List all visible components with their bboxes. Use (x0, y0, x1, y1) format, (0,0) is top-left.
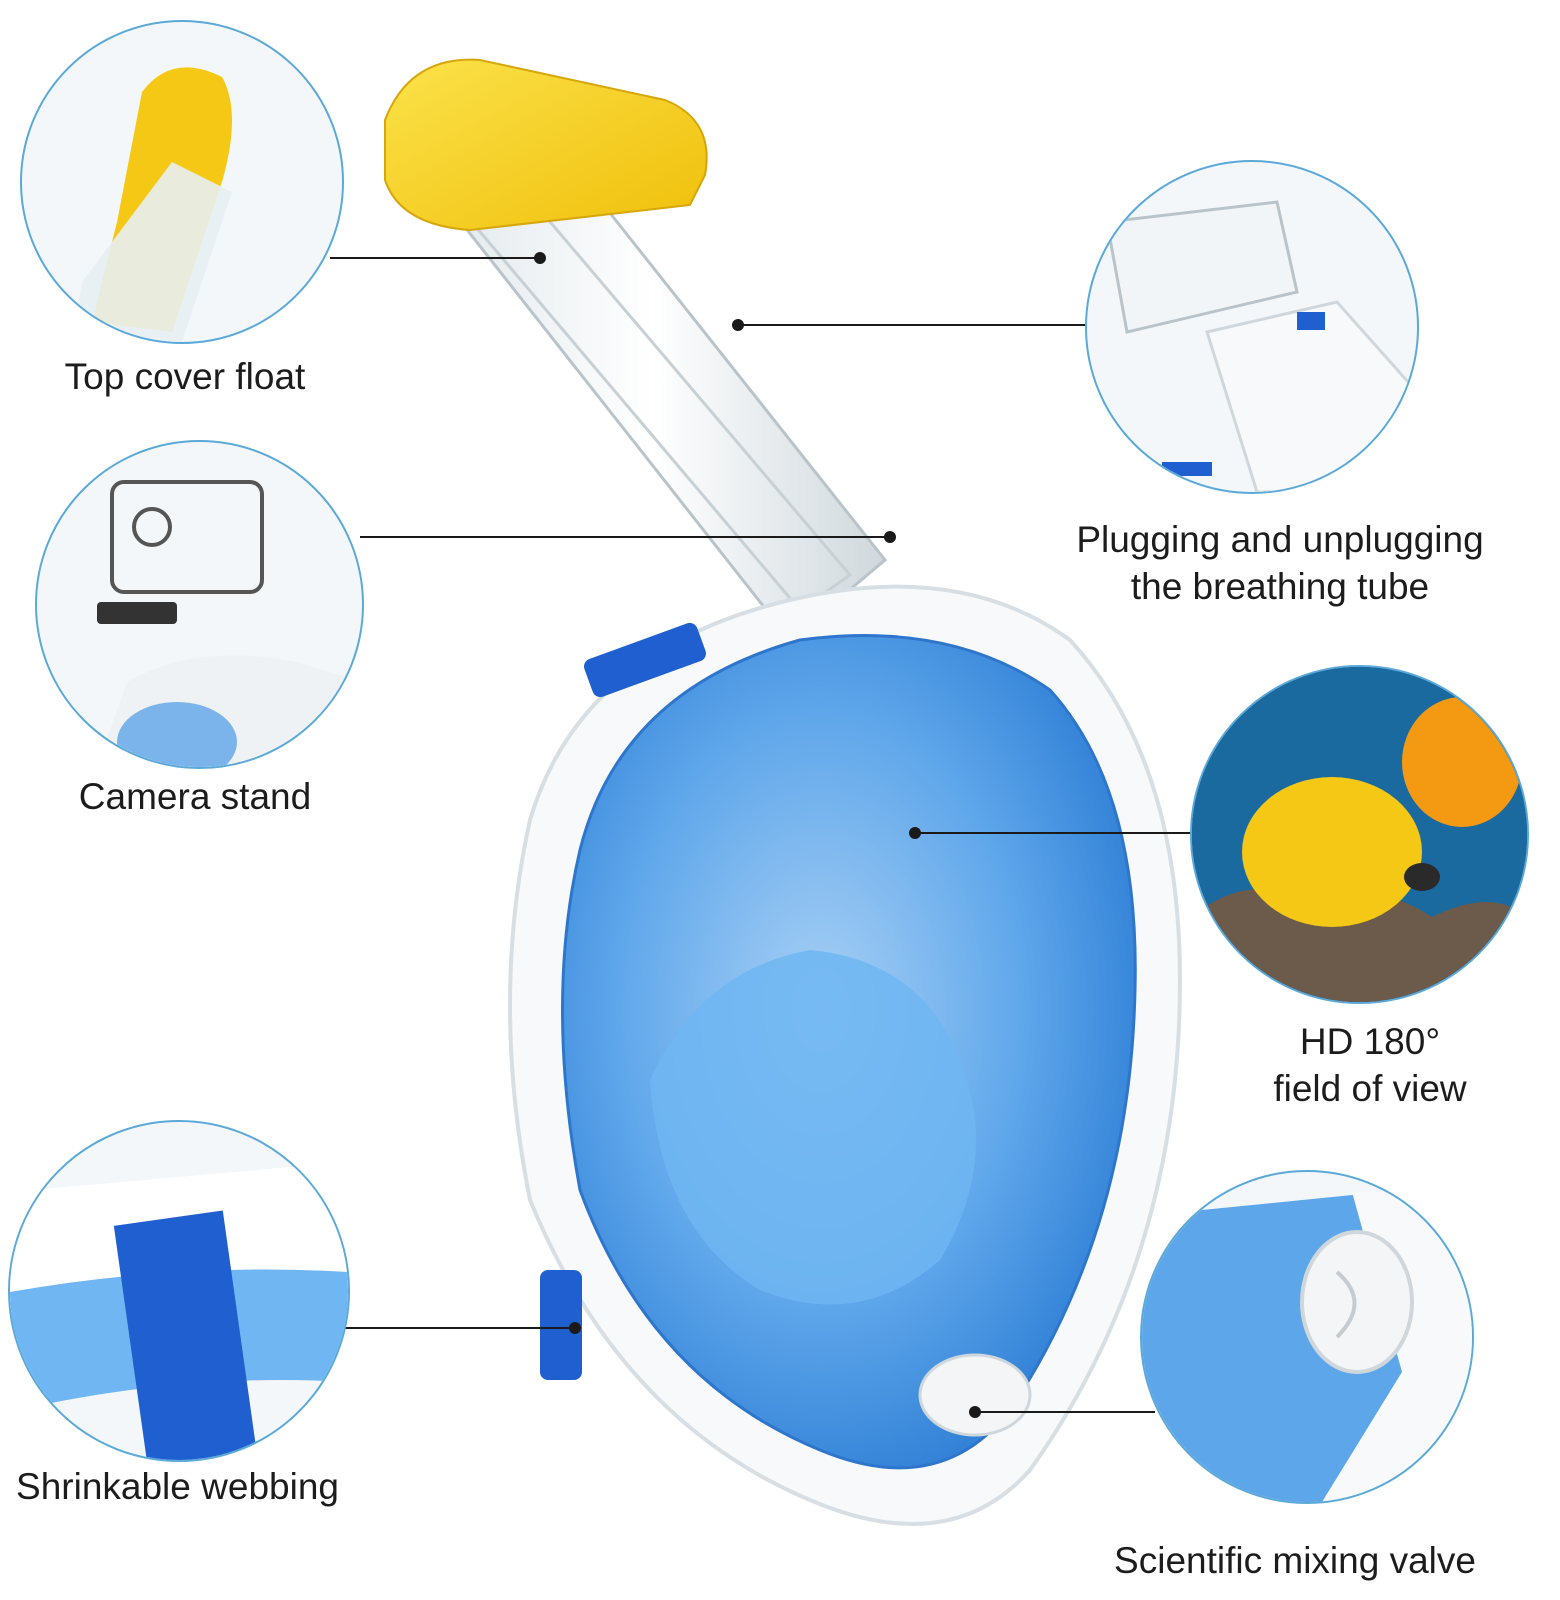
mixing-valve (918, 1353, 1032, 1437)
valve-closeup-icon (1300, 1230, 1414, 1374)
label-mixing-valve: Scientific mixing valve (1114, 1540, 1476, 1581)
detail-circle-field-of-view (1190, 665, 1529, 1004)
camera-icon (110, 480, 264, 594)
fish-orange-icon (1402, 697, 1522, 827)
nose-cup (650, 950, 976, 1305)
detail-circle-mixing-valve (1140, 1170, 1474, 1504)
strap-clip-icon (1162, 462, 1212, 476)
label-shrinkable-webbing: Shrinkable webbing (16, 1466, 339, 1507)
mount-screw-icon (97, 602, 177, 624)
float-yellow-cap (384, 58, 708, 232)
label-top-cover-float: Top cover float (64, 356, 306, 397)
leader-lines (330, 252, 1190, 1418)
label-field-of-view: HD 180° field of view (1273, 1021, 1467, 1109)
connector-clip-icon (1297, 312, 1325, 330)
label-breathing-tube: Plugging and unplugging the breathing tu… (1076, 519, 1484, 607)
detail-circle-camera-stand (35, 440, 364, 769)
tube-closeup (72, 162, 232, 342)
coral-reef (1192, 889, 1527, 1002)
connector-closeup (1205, 300, 1417, 492)
label-camera-stand: Camera stand (78, 776, 312, 817)
webbing-strap (113, 1210, 257, 1460)
detail-circle-webbing (8, 1120, 350, 1462)
lens-closeup (117, 702, 237, 767)
tube-closeup (1105, 200, 1299, 334)
valve-ridge-icon (1335, 1270, 1357, 1339)
strap-buckle-top (584, 622, 706, 698)
strap-buckle-bottom (540, 1270, 582, 1380)
fish-mask-stripe (1404, 863, 1440, 891)
detail-circle-breathing-tube (1085, 160, 1419, 494)
fish-yellow-icon (1242, 777, 1422, 927)
camera-lens-icon (132, 507, 172, 547)
detail-circle-top-float (20, 20, 344, 344)
